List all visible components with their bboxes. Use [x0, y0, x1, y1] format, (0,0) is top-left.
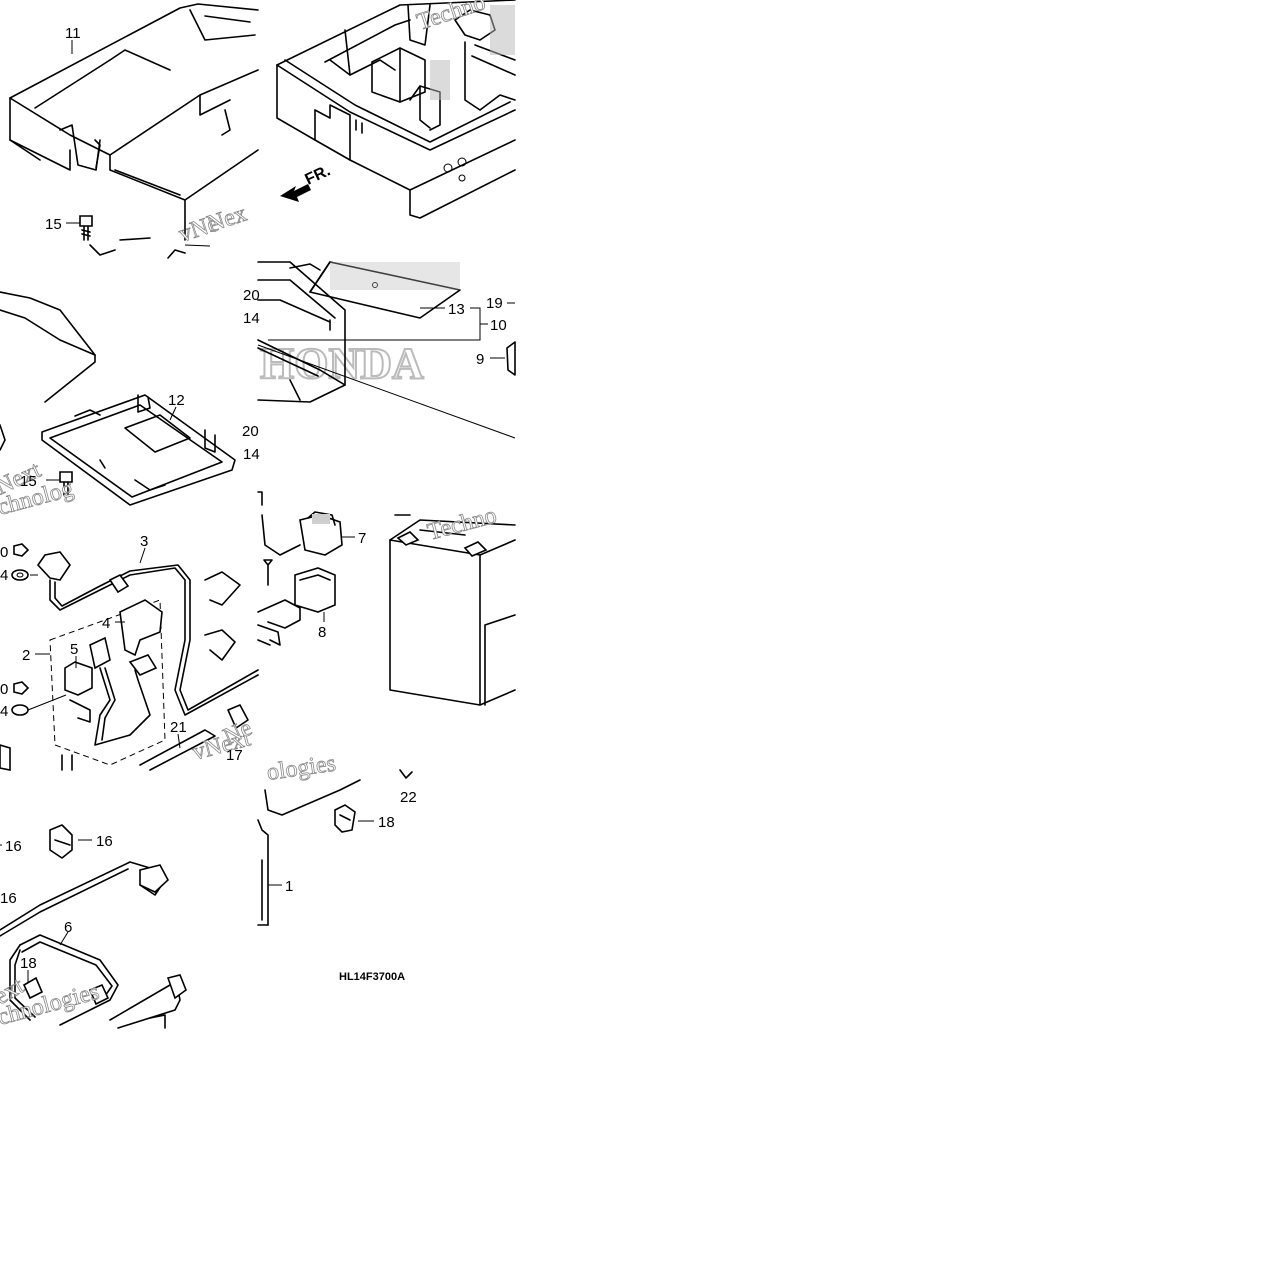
callout-4-left-top: 4: [0, 567, 8, 584]
svg-text:ologies: ologies: [265, 751, 337, 786]
callout-1: 1: [285, 878, 293, 895]
callout-18-left: 18: [20, 955, 37, 972]
callout-0-bottom: 0: [0, 681, 8, 698]
main-harness-drawing: vNext Ne: [0, 543, 259, 771]
callout-16-left-top: 16: [5, 838, 22, 855]
callout-4: 4: [102, 615, 110, 632]
front-direction-label: FR.: [303, 162, 334, 188]
callout-15-mid: 15: [20, 473, 37, 490]
callout-14-top: 14: [243, 310, 260, 327]
callout-14-bottom: 14: [243, 446, 260, 463]
callout-9: 9: [476, 351, 484, 368]
callout-17: 17: [226, 747, 243, 764]
callout-11: 11: [65, 25, 81, 42]
callout-4-left-bottom: 4: [0, 703, 8, 720]
svg-text:Techno: Techno: [414, 0, 489, 36]
callout-8: 8: [318, 624, 326, 641]
sub-harness-drawing: ext chnologies: [0, 824, 187, 1031]
callout-2: 2: [22, 647, 30, 664]
callout-3: 3: [140, 533, 148, 550]
callout-22: 22: [400, 789, 417, 806]
callout-5: 5: [70, 641, 78, 658]
front-direction-arrow-icon: [280, 184, 311, 202]
callout-20-bottom: 20: [242, 423, 259, 440]
svg-text:Techno: Techno: [425, 502, 500, 545]
callout-12: 12: [168, 392, 185, 409]
callout-0-top: 0: [0, 544, 8, 561]
callout-10: 10: [490, 317, 507, 334]
callout-16-left-bottom: 16: [0, 890, 17, 907]
callout-15-top: 15: [45, 216, 62, 233]
diagram-code: HL14F3700A: [339, 971, 405, 983]
brand-watermark: HONDA: [260, 339, 424, 388]
starter-relay-drawing: Techno: [257, 491, 516, 706]
callout-6: 6: [64, 919, 72, 936]
callout-20-top: 20: [243, 287, 260, 304]
callout-7: 7: [358, 530, 366, 547]
battery-box-drawing: FR. Techno: [276, 0, 516, 219]
svg-text:Nex: Nex: [204, 201, 250, 238]
callout-19: 19: [486, 295, 503, 312]
callout-16-right: 16: [96, 833, 113, 850]
battery-band-drawing: HONDA: [257, 261, 516, 439]
callout-21: 21: [170, 719, 187, 736]
battery-lower-drawing: ologies: [257, 750, 413, 926]
callout-18-right: 18: [378, 814, 395, 831]
callout-13: 13: [448, 301, 465, 318]
